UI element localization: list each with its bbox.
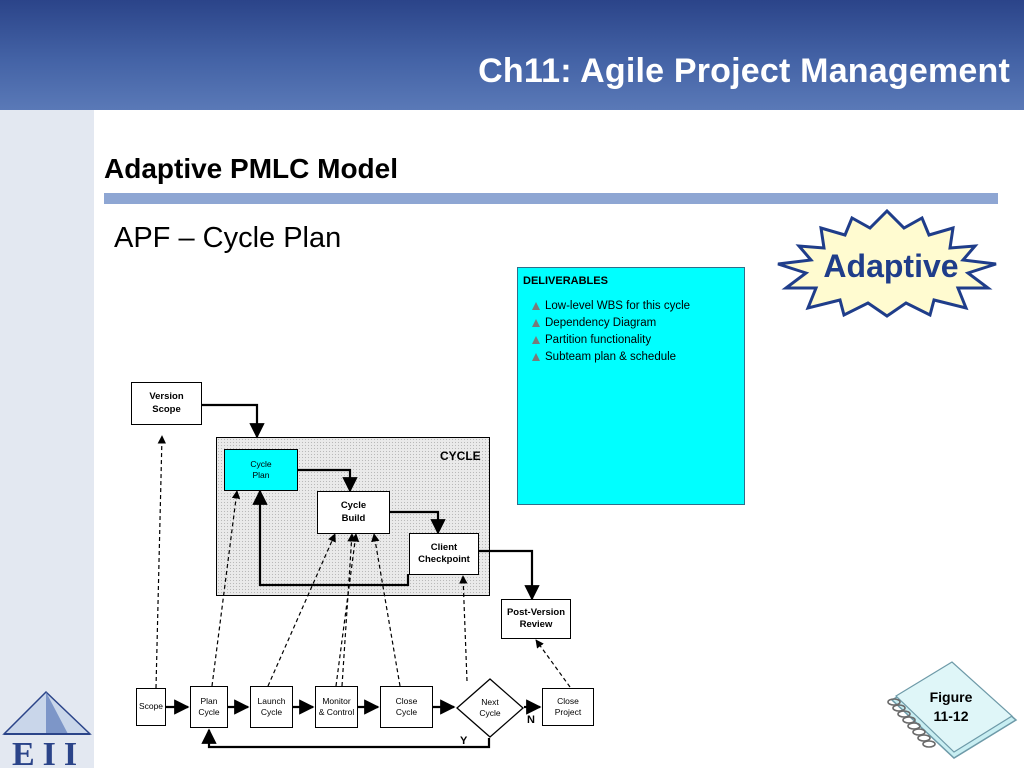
deliverable-item: Subteam plan & schedule — [532, 351, 690, 368]
cycle-build-node: Cycle Build — [317, 491, 390, 534]
close-cycle-node: Close Cycle — [380, 686, 433, 728]
next-cycle-label: Next Cycle — [479, 696, 501, 718]
cycle-plan-node: Cycle Plan — [224, 449, 298, 491]
eii-logo-text: EII — [12, 736, 86, 773]
adaptive-badge-label: Adaptive — [823, 248, 959, 284]
title-underline — [104, 193, 998, 204]
triangle-bullet-icon — [532, 302, 540, 310]
notebook-icon — [887, 661, 1018, 759]
deliverable-item: Partition functionality — [532, 334, 690, 351]
triangle-bullet-icon — [532, 336, 540, 344]
plan-cycle-node: Plan Cycle — [190, 686, 228, 728]
scope-node: Scope — [136, 688, 166, 726]
title-bar: Ch11: Agile Project Management — [0, 0, 1024, 110]
section-title: Adaptive PMLC Model — [104, 153, 399, 184]
subtitle: APF – Cycle Plan — [114, 222, 342, 254]
deliverable-item: Low-level WBS for this cycle — [532, 300, 690, 317]
deliverables-panel: DELIVERABLES Low-level WBS for this cycl… — [517, 267, 745, 505]
deliverable-item: Dependency Diagram — [532, 317, 690, 334]
decision-yes-label: Y — [460, 735, 468, 747]
starburst-icon — [777, 208, 997, 318]
decision-no-label: N — [527, 714, 535, 726]
next-cycle-decision — [456, 678, 524, 738]
version-scope-node: Version Scope — [131, 382, 202, 425]
client-checkpoint-node: Client Checkpoint — [409, 533, 479, 575]
launch-cycle-node: Launch Cycle — [250, 686, 293, 728]
triangle-bullet-icon — [532, 353, 540, 361]
close-project-node: Close Project — [542, 688, 594, 726]
post-version-review-node: Post-Version Review — [501, 599, 571, 639]
triangle-bullet-icon — [532, 319, 540, 327]
monitor-control-node: Monitor & Control — [315, 686, 358, 728]
left-side-panel — [0, 110, 94, 768]
slide-title: Ch11: Agile Project Management — [478, 52, 1010, 90]
eii-pyramid-logo — [2, 690, 92, 735]
deliverables-list: Low-level WBS for this cycle Dependency … — [532, 300, 690, 368]
cycle-label: CYCLE — [440, 449, 481, 463]
deliverables-title: DELIVERABLES — [523, 275, 608, 287]
figure-label: Figure 11-12 — [929, 689, 973, 724]
